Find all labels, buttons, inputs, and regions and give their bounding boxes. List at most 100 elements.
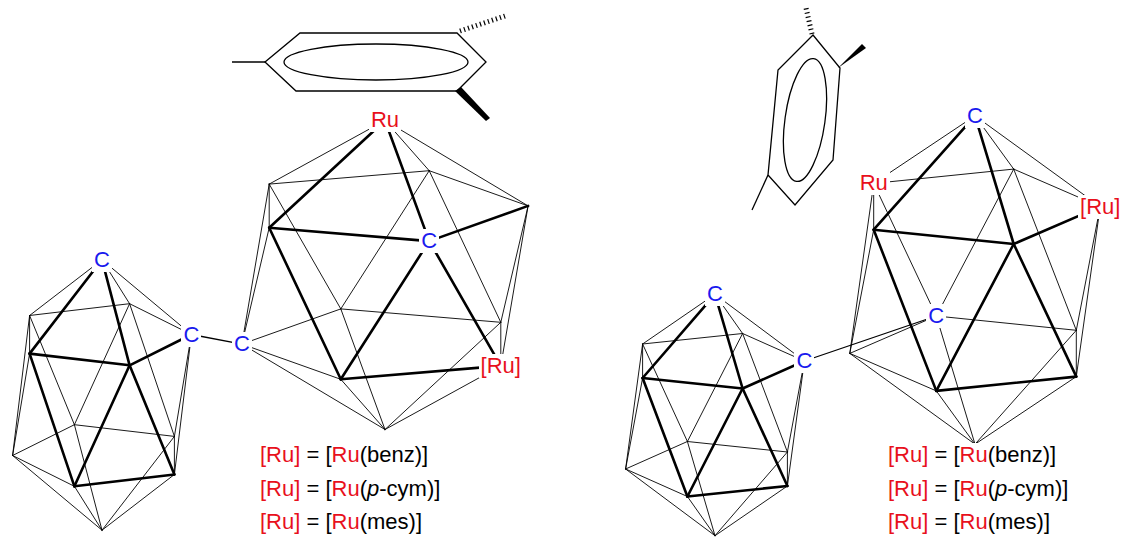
cage-edge	[643, 378, 743, 389]
hashed-bond	[460, 16, 505, 31]
cage-edge	[341, 171, 429, 309]
italic-prefix: p	[995, 476, 1007, 501]
cage-edge	[13, 316, 30, 456]
cage-edge	[936, 316, 975, 444]
atom-label: C	[419, 229, 439, 253]
methyl-bond	[752, 175, 768, 210]
metal-symbol: Ru	[332, 476, 360, 501]
cage-link-bond	[804, 316, 936, 361]
atom-label: C	[232, 332, 252, 356]
metal-symbol: [Ru]	[260, 476, 300, 501]
cage-edge	[242, 344, 385, 429]
cage-edge	[74, 425, 102, 531]
hashed-bond	[806, 8, 812, 34]
cage-edge	[30, 304, 130, 316]
cage-edge	[269, 121, 385, 185]
cage-edge	[74, 304, 129, 425]
atom-label: C	[92, 248, 112, 272]
atom-label: Ru	[369, 108, 401, 132]
cage-edge	[743, 334, 788, 453]
cage-edge	[269, 121, 385, 228]
cage-edge	[715, 452, 787, 536]
cage-edge	[850, 183, 874, 353]
cage-edge	[1076, 207, 1100, 331]
metal-symbol: Ru	[960, 476, 988, 501]
atom-label: C	[181, 323, 201, 347]
metal-symbol: [Ru]	[888, 442, 928, 467]
cage-edge	[269, 228, 429, 241]
cage-edge	[242, 184, 269, 344]
definition-line: [Ru] = [Ru(benz)]	[258, 443, 430, 467]
definition-line: [Ru] = [Ru(p-cym)]	[886, 477, 1070, 501]
cage-edge	[626, 469, 715, 536]
cage-edge	[341, 366, 501, 379]
cage-edge	[643, 294, 715, 378]
cage-edge	[850, 230, 874, 354]
cage-edge	[687, 334, 742, 442]
definition-line: [Ru] = [Ru(mes)]	[258, 510, 424, 534]
metal-symbol: Ru	[960, 509, 988, 534]
cage-edge	[242, 228, 269, 344]
cage-edge	[687, 497, 715, 536]
cage-edge	[687, 442, 787, 453]
cage-edge	[385, 121, 528, 206]
cage-edge	[501, 206, 528, 366]
atom-label: C	[965, 104, 985, 128]
cage-edge	[643, 334, 743, 345]
cage-edge	[130, 304, 175, 437]
metal-symbol: [Ru]	[888, 509, 928, 534]
cage-edge	[429, 241, 501, 366]
cage-edge	[874, 230, 1014, 244]
definition-line: [Ru] = [Ru(p-cym)]	[258, 477, 442, 501]
metal-symbol: [Ru]	[260, 509, 300, 534]
cage-edge	[341, 379, 385, 429]
cage-edge	[13, 354, 30, 456]
arene-ring	[265, 33, 486, 91]
cage-edge	[850, 316, 937, 353]
methyl-bond	[232, 61, 265, 62]
atom-label: [Ru]	[479, 354, 523, 378]
cage-edge	[269, 228, 341, 380]
cage-edge	[74, 486, 102, 530]
cage-edge	[975, 330, 1076, 444]
cage-edge	[269, 184, 341, 309]
atom-label: C	[926, 304, 946, 328]
cage-edge	[936, 316, 1076, 330]
definition-line: [Ru] = [Ru(benz)]	[886, 443, 1058, 467]
cage-edge	[501, 206, 528, 322]
cage-edge	[975, 116, 1100, 207]
arene-left	[232, 16, 505, 121]
cage-edge	[30, 316, 75, 425]
cage-edge	[30, 354, 75, 487]
cage-edge	[850, 353, 975, 444]
atom-label: C	[794, 349, 814, 373]
cage-edge	[787, 452, 788, 486]
cage-edge	[626, 344, 643, 469]
metal-symbol: Ru	[332, 442, 360, 467]
arene-right	[752, 8, 866, 210]
cage-edge	[626, 378, 643, 469]
arene-circle	[284, 44, 468, 80]
cage-edge	[341, 309, 501, 322]
cage-edge	[874, 169, 1014, 183]
cage-edge	[687, 442, 715, 536]
cage-edge	[269, 171, 429, 184]
cage-edge	[936, 391, 975, 444]
cage-edge	[429, 171, 501, 323]
cage-edge	[30, 354, 130, 366]
cage-edge	[13, 456, 102, 531]
metal-symbol: Ru	[332, 509, 360, 534]
cage-edge	[429, 171, 528, 206]
atom-label: Ru	[858, 171, 890, 195]
metal-symbol: [Ru]	[888, 476, 928, 501]
atom-label: C	[705, 282, 725, 306]
metal-symbol: Ru	[960, 442, 988, 467]
cage-edge	[643, 344, 688, 442]
definition-line: [Ru] = [Ru(mes)]	[886, 510, 1052, 534]
cage-edge	[30, 260, 102, 354]
cage-edge	[174, 335, 191, 437]
cage-edge	[743, 389, 788, 487]
cage-edge	[341, 309, 385, 430]
cage-edge	[1014, 169, 1077, 330]
